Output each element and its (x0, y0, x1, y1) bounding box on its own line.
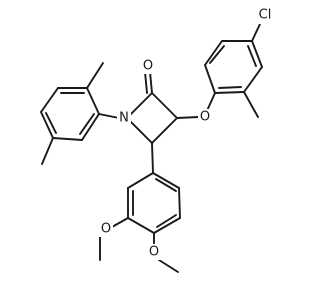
nitrogen-atom: N (117, 110, 131, 126)
bond (52, 137, 83, 141)
bond (243, 91, 259, 118)
bond (111, 217, 129, 228)
bond (218, 86, 242, 89)
bond (204, 64, 216, 94)
bond (156, 214, 177, 228)
bond (151, 142, 154, 174)
bond (127, 172, 154, 189)
bond-layer (40, 23, 263, 273)
bond (176, 116, 200, 119)
bond (45, 112, 57, 134)
bond (149, 71, 153, 94)
bond (214, 91, 245, 94)
atom-label-layer: Cl O O N O O (99, 6, 277, 260)
bond (40, 87, 59, 113)
bond (152, 172, 180, 189)
bond (247, 45, 257, 67)
ketone-oxygen-atom: O (141, 58, 155, 74)
bond (127, 217, 155, 234)
bond (126, 117, 153, 144)
methoxy-oxygen-atom-a: O (99, 221, 113, 237)
bond (98, 113, 120, 119)
chlorine-label: Cl (259, 8, 272, 23)
bond (151, 92, 178, 119)
bond (79, 113, 95, 135)
methoxy-oxygen-label-a: O (101, 222, 111, 237)
bond (153, 217, 181, 234)
bond (144, 71, 148, 94)
bond (151, 117, 178, 144)
bond (204, 40, 223, 66)
bond (126, 92, 153, 119)
bond (243, 66, 263, 93)
ether-oxygen-atom: O (198, 109, 212, 125)
bond (40, 111, 54, 139)
chlorine-atom: Cl (253, 6, 277, 24)
methoxy-oxygen-atom-b: O (147, 244, 161, 260)
bond (178, 187, 181, 219)
molecule-diagram: Cl O O N O O (40, 6, 277, 273)
bond (209, 45, 225, 64)
bond (251, 40, 263, 68)
ketone-oxygen-label: O (143, 59, 153, 74)
bond (41, 137, 54, 165)
bond (86, 87, 100, 115)
methoxy-oxygen-label-b: O (149, 245, 159, 260)
bond (81, 113, 100, 141)
bond (251, 23, 261, 42)
bond (86, 62, 104, 89)
bond (158, 259, 179, 273)
ether-oxygen-label: O (200, 110, 210, 125)
structure-drawing: Cl O O N O O (40, 6, 277, 273)
nitrogen-label: N (119, 111, 129, 126)
bond (155, 178, 177, 192)
